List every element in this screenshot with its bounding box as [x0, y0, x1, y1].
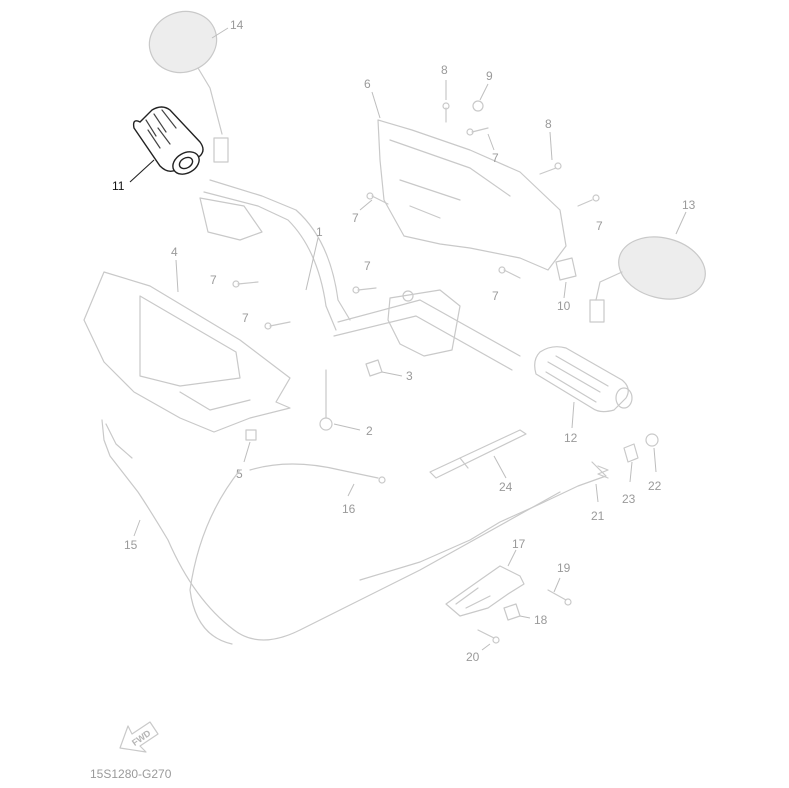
callout-7-a[interactable]: 7: [492, 151, 499, 165]
callout-18[interactable]: 18: [534, 613, 548, 627]
left-grip[interactable]: [132, 106, 204, 179]
switch-10[interactable]: [555, 257, 577, 281]
callout-7-f[interactable]: 7: [364, 259, 371, 273]
screw-7-d[interactable]: [232, 280, 259, 288]
callout-17[interactable]: 17: [512, 537, 526, 551]
screw-8-top[interactable]: [442, 102, 450, 123]
callout-16[interactable]: 16: [342, 502, 356, 516]
callout-12[interactable]: 12: [564, 431, 578, 445]
right-grip[interactable]: [534, 346, 633, 413]
screw-8-right[interactable]: [539, 162, 562, 175]
callout-1[interactable]: 1: [316, 225, 323, 239]
screw-7-f[interactable]: [352, 286, 377, 294]
throttle-cable-21[interactable]: [359, 461, 609, 581]
clip-5[interactable]: [245, 429, 257, 441]
callout-9[interactable]: 9: [486, 69, 493, 83]
callout-8-top[interactable]: 8: [441, 63, 448, 77]
bolt-19[interactable]: [547, 589, 572, 606]
screw-7-e[interactable]: [264, 321, 291, 330]
left-mirror[interactable]: [141, 2, 229, 163]
screw-7-g[interactable]: [498, 266, 521, 279]
callout-24[interactable]: 24: [499, 480, 513, 494]
callout-11[interactable]: 11: [112, 179, 125, 193]
front-cover[interactable]: [83, 271, 291, 433]
callout-22[interactable]: 22: [648, 479, 662, 493]
callout-7-d[interactable]: 7: [210, 273, 217, 287]
right-switch-housing[interactable]: [387, 289, 461, 357]
callout-8-right[interactable]: 8: [545, 117, 552, 131]
handlebar-cover[interactable]: [377, 119, 567, 271]
bracket-17[interactable]: [445, 565, 525, 617]
callout-7-c[interactable]: 7: [596, 219, 603, 233]
callout-10[interactable]: 10: [557, 299, 571, 313]
damper-18[interactable]: [503, 603, 521, 621]
callout-3[interactable]: 3: [406, 369, 413, 383]
cap-22[interactable]: [645, 433, 659, 447]
callout-20[interactable]: 20: [466, 650, 480, 664]
bolt-2[interactable]: [319, 369, 333, 431]
callout-19[interactable]: 19: [557, 561, 571, 575]
right-mirror[interactable]: [589, 228, 712, 323]
callout-6[interactable]: 6: [364, 77, 371, 91]
callout-23[interactable]: 23: [622, 492, 636, 506]
bolt-20[interactable]: [477, 629, 500, 644]
adjuster-23[interactable]: [623, 443, 639, 463]
callout-13[interactable]: 13: [682, 198, 696, 212]
handlebar[interactable]: [199, 179, 521, 371]
callout-7-b[interactable]: 7: [352, 211, 359, 225]
callout-21[interactable]: 21: [591, 509, 605, 523]
callout-4[interactable]: 4: [171, 245, 178, 259]
screw-7-a[interactable]: [466, 127, 489, 136]
callout-2[interactable]: 2: [366, 424, 373, 438]
screw-7-c[interactable]: [577, 194, 600, 207]
nut-3[interactable]: [365, 359, 383, 377]
callout-15[interactable]: 15: [124, 538, 138, 552]
cable-strap-24[interactable]: [429, 429, 527, 479]
callout-7-e[interactable]: 7: [242, 311, 249, 325]
washer-9[interactable]: [472, 100, 484, 112]
screw-7-b[interactable]: [366, 192, 389, 205]
cable-15[interactable]: [101, 419, 561, 641]
cable-16[interactable]: [189, 463, 386, 645]
callout-7-g[interactable]: 7: [492, 289, 499, 303]
callout-5[interactable]: 5: [236, 467, 243, 481]
callout-14[interactable]: 14: [230, 18, 244, 32]
fwd-arrow: FWD: [119, 721, 159, 753]
diagram-code: 15S1280-G270: [90, 767, 172, 781]
